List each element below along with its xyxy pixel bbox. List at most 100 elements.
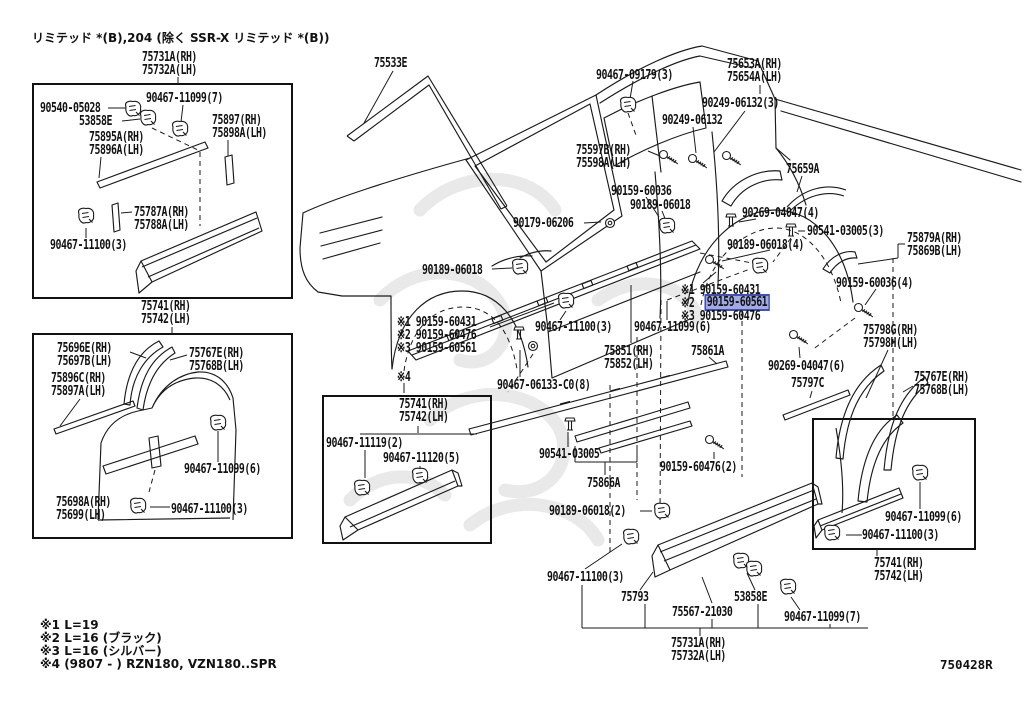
part-label-90189-06018-4[interactable]: 90189-06018(4) [727, 238, 804, 253]
part-label-75742-lh[interactable]: 75742(LH) [874, 569, 924, 584]
part-label-75788a-lh[interactable]: 75788A(LH) [134, 218, 189, 233]
part-label-75741-rh[interactable]: 75741(RH) [141, 299, 191, 314]
part-label-75898a-lh[interactable]: 75898A(LH) [212, 126, 267, 141]
clip-icon [751, 257, 769, 274]
part-label-90467-11100-3[interactable]: 90467-11100(3) [547, 570, 624, 585]
part-label-90467-11099-7[interactable]: 90467-11099(7) [146, 91, 223, 106]
part-label-90467-11099-7[interactable]: 90467-11099(7) [784, 610, 861, 625]
part-label-75597b-rh[interactable]: 75597B(RH) [576, 143, 631, 158]
background-watermark [343, 172, 705, 547]
grommet-icon [527, 340, 539, 352]
part-label-90467-11099-6[interactable]: 90467-11099(6) [885, 510, 962, 525]
part-label-75598a-lh[interactable]: 75598A(LH) [576, 156, 631, 171]
part-label-90269-04047-4[interactable]: 90269-04047(4) [742, 206, 819, 221]
part-label-90540-05028[interactable]: 90540-05028 [40, 101, 101, 116]
part-label-90159-60476-2[interactable]: 90159-60476(2) [660, 460, 737, 475]
part-label-90467-11099-6[interactable]: 90467-11099(6) [184, 462, 261, 477]
part-label-2[interactable]: ※2 [681, 296, 695, 311]
part-label-1-90159-60431[interactable]: ※1 90159-60431 [397, 315, 477, 330]
part-label-75866a[interactable]: 75866A [587, 476, 620, 491]
part-label-4[interactable]: ※4 [397, 370, 411, 385]
part-label-75533e[interactable]: 75533E [374, 56, 407, 71]
part-label-90467-11100-3[interactable]: 90467-11100(3) [50, 238, 127, 253]
part-label-75787a-rh[interactable]: 75787A(RH) [134, 205, 189, 220]
part-label-75861a[interactable]: 75861A [691, 344, 724, 359]
part-label-90467-09179-3[interactable]: 90467-09179(3) [596, 68, 673, 83]
clip-icon [911, 464, 929, 481]
part-label-75798h-lh[interactable]: 75798H(LH) [863, 336, 918, 351]
part-label-75895a-rh[interactable]: 75895A(RH) [89, 130, 144, 145]
part-label-90189-06018[interactable]: 90189-06018 [630, 198, 691, 213]
part-label-75567-21030[interactable]: 75567-21030 [672, 605, 733, 620]
part-label-75742-lh[interactable]: 75742(LH) [141, 312, 191, 327]
part-label-75731a-rh[interactable]: 75731A(RH) [142, 50, 197, 65]
part-label-75698a-rh[interactable]: 75698A(RH) [56, 495, 111, 510]
part-label-75767e-rh[interactable]: 75767E(RH) [189, 346, 244, 361]
part-label-90541-03005[interactable]: 90541-03005 [539, 447, 600, 462]
part-label-75653a-rh[interactable]: 75653A(RH) [727, 57, 782, 72]
part-label-90189-06018-2[interactable]: 90189-06018(2) [549, 504, 626, 519]
part-label-75896a-lh[interactable]: 75896A(LH) [89, 143, 144, 158]
part-label-90159-60561[interactable]: 90159-60561 [704, 294, 770, 311]
part-label-3-90159-60476[interactable]: ※3 90159-60476 [681, 309, 761, 324]
part-label-75793[interactable]: 75793 [621, 590, 649, 605]
rear-quarter-box-drawing [813, 414, 904, 539]
part-label-75699-lh[interactable]: 75699(LH) [56, 508, 106, 523]
part-label-90179-06206[interactable]: 90179-06206 [513, 216, 574, 231]
belt-moulding-75895a [96, 141, 209, 189]
note4-box-drawing [339, 469, 463, 541]
part-label-90467-11119-2[interactable]: 90467-11119(2) [326, 436, 403, 451]
part-label-75896c-rh[interactable]: 75896C(RH) [51, 371, 106, 386]
part-label-75768b-lh[interactable]: 75768B(LH) [914, 383, 969, 398]
part-label-90249-06132-3[interactable]: 90249-06132(3) [702, 96, 779, 111]
part-label-75697b-lh[interactable]: 75697B(LH) [57, 354, 112, 369]
part-label-3-90159-60561[interactable]: ※3 90159-60561 [397, 341, 477, 356]
part-label-75732a-lh[interactable]: 75732A(LH) [142, 63, 197, 78]
belt-moulding-75896c [53, 400, 136, 435]
part-label-90269-04047-6[interactable]: 90269-04047(6) [768, 359, 845, 374]
part-label-75659a[interactable]: 75659A [786, 162, 819, 177]
part-label-90467-11100-3[interactable]: 90467-11100(3) [862, 528, 939, 543]
pad-75897 [224, 154, 235, 186]
part-label-90467-11120-5[interactable]: 90467-11120(5) [383, 451, 460, 466]
part-label-75879a-rh[interactable]: 75879A(RH) [907, 231, 962, 246]
part-label-90467-11099-6[interactable]: 90467-11099(6) [634, 320, 711, 335]
part-label-90467-06133-c0-8[interactable]: 90467-06133-C0(8) [497, 378, 591, 393]
arch-strip-75696e [123, 340, 164, 406]
part-label-75798g-rh[interactable]: 75798G(RH) [863, 323, 918, 338]
part-label-53858e[interactable]: 53858E [734, 590, 767, 605]
part-label-75897a-lh[interactable]: 75897A(LH) [51, 384, 106, 399]
clip-icon [209, 414, 227, 431]
arch-moulding-75798g [835, 364, 885, 460]
part-label-53858e[interactable]: 53858E [79, 114, 112, 129]
part-label-75869b-lh[interactable]: 75869B(LH) [907, 244, 962, 259]
part-label-90159-60036-4[interactable]: 90159-60036(4) [836, 276, 913, 291]
door-moulding-75793 [651, 482, 823, 578]
part-label-90541-03005-3[interactable]: 90541-03005(3) [807, 224, 884, 239]
part-label-75797c[interactable]: 75797C [791, 376, 824, 391]
part-label-75741-rh[interactable]: 75741(RH) [399, 397, 449, 412]
part-label-75768b-lh[interactable]: 75768B(LH) [189, 359, 244, 374]
part-label-75731a-rh[interactable]: 75731A(RH) [671, 636, 726, 651]
part-label-75732a-lh[interactable]: 75732A(LH) [671, 649, 726, 664]
part-label-2-90159-60476[interactable]: ※2 90159-60476 [397, 328, 477, 343]
part-label-1-90159-60431[interactable]: ※1 90159-60431 [681, 283, 761, 298]
part-label-75851-rh[interactable]: 75851(RH) [604, 344, 654, 359]
rear-quarter-and-arch [687, 147, 854, 303]
part-label-75742-lh[interactable]: 75742(LH) [399, 410, 449, 425]
part-label-75654a-lh[interactable]: 75654A(LH) [727, 70, 782, 85]
pad-75787a [111, 202, 121, 233]
part-label-90159-60036[interactable]: 90159-60036 [611, 184, 672, 199]
part-label-75741-rh[interactable]: 75741(RH) [874, 556, 924, 571]
part-label-75897-rh[interactable]: 75897(RH) [212, 113, 262, 128]
note-line-4: ※4 (9807 - ) RZN180, VZN180..SPR [40, 657, 277, 671]
part-label-90467-11100-3[interactable]: 90467-11100(3) [171, 502, 248, 517]
part-label-75696e-rh[interactable]: 75696E(RH) [57, 341, 112, 356]
note-line-3: ※3 L=16 (シルバー) [40, 644, 162, 658]
part-label-75852-lh[interactable]: 75852(LH) [604, 357, 654, 372]
part-label-90189-06018[interactable]: 90189-06018 [422, 263, 483, 278]
part-label-90249-06132[interactable]: 90249-06132 [662, 113, 723, 128]
part-label-90467-11100-3[interactable]: 90467-11100(3) [535, 320, 612, 335]
windshield [465, 94, 623, 272]
part-label-75767e-rh[interactable]: 75767E(RH) [914, 370, 969, 385]
